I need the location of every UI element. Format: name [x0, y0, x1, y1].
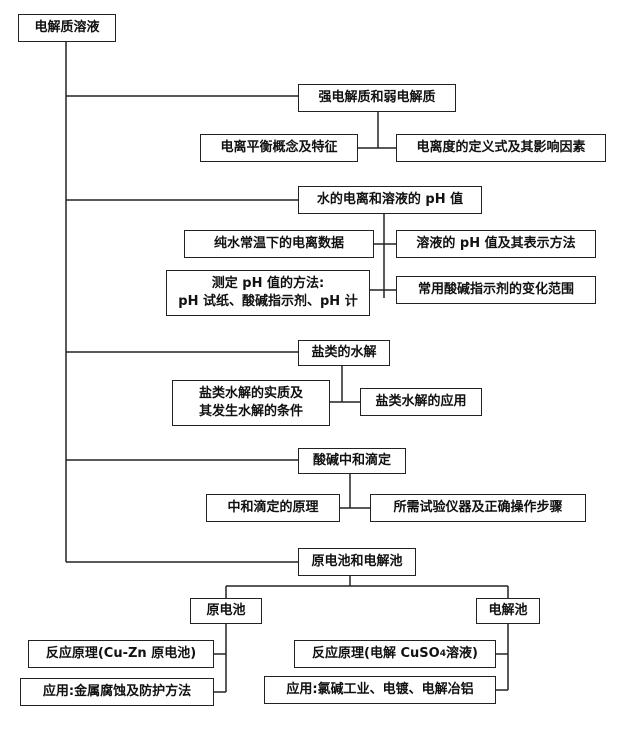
ph-measurement-box: 测定 pH 值的方法: pH 试纸、酸碱指示剂、pH 计 — [166, 270, 370, 316]
root-box: 电解质溶液 — [18, 14, 116, 42]
electrolytic-principle-suffix: 溶液) — [446, 646, 478, 661]
cells-title-box: 原电池和电解池 — [298, 548, 416, 576]
indicator-range-box: 常用酸碱指示剂的变化范围 — [396, 276, 596, 304]
electrolytic-principle-subscript: 4 — [439, 648, 446, 659]
hydrolysis-application-box: 盐类水解的应用 — [360, 388, 482, 416]
galvanic-cell-title-box: 原电池 — [190, 598, 262, 624]
electrolytic-application-box: 应用:氯碱工业、电镀、电解冶铝 — [264, 676, 496, 704]
hydrolysis-title-box: 盐类的水解 — [298, 340, 390, 366]
electrolytic-principle-prefix: 反应原理(电解 CuSO — [312, 646, 440, 661]
ph-definition-box: 溶液的 pH 值及其表示方法 — [396, 230, 596, 258]
titration-principle-box: 中和滴定的原理 — [206, 494, 340, 522]
ph-measurement-line2: pH 试纸、酸碱指示剂、pH 计 — [178, 294, 358, 309]
galvanic-principle-box: 反应原理(Cu-Zn 原电池) — [28, 640, 214, 668]
electrolytes-title-box: 强电解质和弱电解质 — [298, 84, 456, 112]
ionization-equilibrium-box: 电离平衡概念及特征 — [200, 134, 358, 162]
ph-measurement-line1: 测定 pH 值的方法: — [211, 276, 325, 291]
electrolytic-cell-title-box: 电解池 — [476, 598, 540, 624]
galvanic-application-box: 应用:金属腐蚀及防护方法 — [20, 678, 214, 706]
hydrolysis-essence-line1: 盐类水解的实质及 — [198, 386, 303, 401]
titration-title-box: 酸碱中和滴定 — [298, 448, 406, 474]
hydrolysis-essence-line2: 其发生水解的条件 — [198, 404, 303, 419]
titration-instruments-box: 所需试验仪器及正确操作步骤 — [370, 494, 586, 522]
ionization-degree-box: 电离度的定义式及其影响因素 — [396, 134, 606, 162]
hydrolysis-essence-box: 盐类水解的实质及 其发生水解的条件 — [172, 380, 330, 426]
water-ph-title-box: 水的电离和溶液的 pH 值 — [298, 186, 482, 214]
pure-water-data-box: 纯水常温下的电离数据 — [184, 230, 374, 258]
